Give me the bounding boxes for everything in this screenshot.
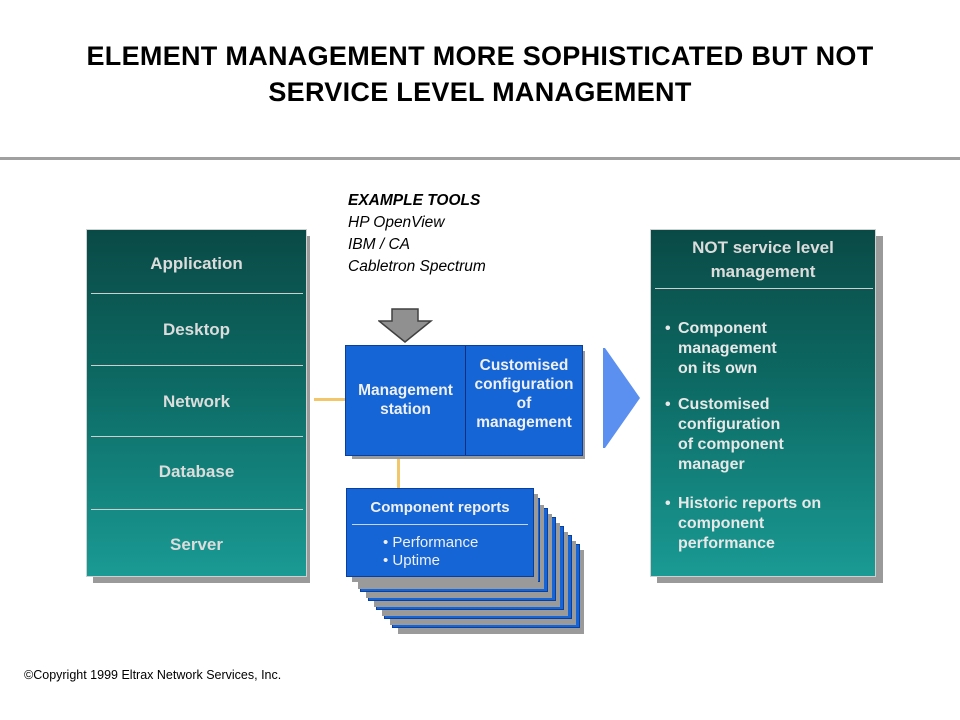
connector-station-to-reports [397,457,400,489]
heading-line: management [710,262,816,281]
station-label-line: station [380,401,431,418]
service-level-divider [655,288,873,289]
config-label-line: Customised [479,357,569,374]
management-station-label: Management station [346,381,465,419]
down-arrow-icon [378,308,434,343]
layer-divider [91,293,303,294]
bullet-component-management: • Component management on its own [665,319,865,379]
station-divider [465,346,466,455]
bullet-line: configuration [678,416,781,433]
bullet-dot: • [665,495,671,512]
example-tool-item: IBM / CA [348,236,411,253]
customised-configuration-label: Customised configuration of management [466,356,582,432]
heading-line: NOT service level [692,238,834,257]
example-tool-item: HP OpenView [348,214,445,231]
example-tools-heading: EXAMPLE TOOLS [348,192,481,209]
bullet-dot: • [665,396,671,413]
layer-divider [91,436,303,437]
bullet-line: Customised [678,396,770,413]
report-item-text: Uptime [392,552,440,569]
bullet-line: Component [678,320,767,337]
title-line-2: SERVICE LEVEL MANAGEMENT [268,77,692,107]
title-line-1: ELEMENT MANAGEMENT MORE SOPHISTICATED BU… [86,41,874,71]
bullet-line: management [678,340,777,357]
bullet-line: component [678,515,765,532]
bullet-historic-reports: • Historic reports on component performa… [665,494,865,554]
page-title: ELEMENT MANAGEMENT MORE SOPHISTICATED BU… [0,38,960,110]
management-station-box: Management station Customised configurat… [345,345,583,456]
bullet-dot: • [665,320,671,337]
layer-network: Network [162,392,231,411]
example-tool-item: Cabletron Spectrum [348,258,486,275]
config-label-line: management [476,414,572,431]
report-item-text: Performance [392,534,479,551]
service-level-panel: NOT service level management • Component… [650,229,876,577]
layer-divider [91,365,303,366]
layer-desktop: Desktop [162,320,231,339]
layer-divider [91,509,303,510]
bullet-dot: • [383,552,393,569]
layer-server: Server [170,535,223,554]
report-item: • Uptime [383,552,440,569]
layer-database: Database [158,462,235,481]
bullet-line: manager [678,456,745,473]
bullet-line: Historic reports on [678,495,822,512]
config-label-line: configuration [474,376,574,393]
chevron-right-icon [603,348,640,448]
layer-application: Application [150,254,243,273]
bullet-dot: • [383,534,393,551]
connector-layers-to-station [314,398,346,401]
service-level-heading: NOT service level management [651,236,875,284]
component-reports-title: Component reports [370,499,510,516]
layer-stack: Application Desktop Network Database Ser… [86,229,307,577]
component-reports-box: Component reports • Performance • Uptime [346,488,534,577]
bullet-customised-configuration: • Customised configuration of component … [665,395,865,475]
config-label-line: of [516,395,532,412]
station-label-line: Management [358,382,453,399]
copyright-notice: ©Copyright 1999 Eltrax Network Services,… [24,668,282,682]
bullet-line: performance [678,535,775,552]
component-reports-divider [352,524,528,525]
bullet-line: on its own [678,360,758,377]
example-tools: EXAMPLE TOOLS HP OpenView IBM / CA Cable… [348,190,486,278]
report-item: • Performance [383,534,478,551]
title-divider [0,157,960,160]
bullet-line: of component [678,436,784,453]
